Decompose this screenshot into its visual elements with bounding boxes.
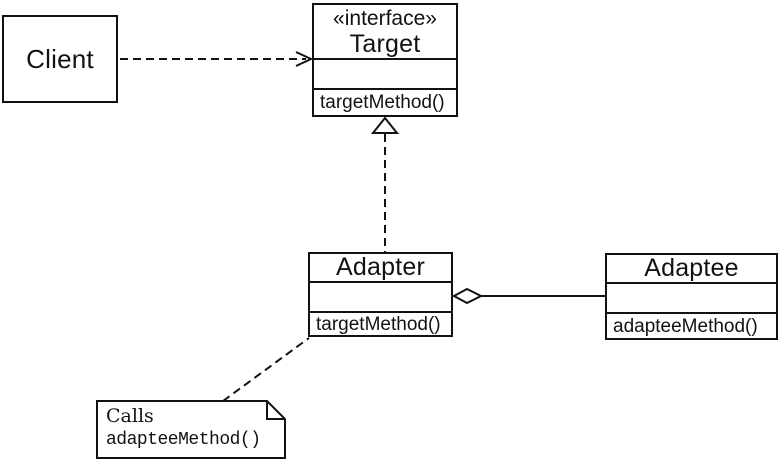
note-connector xyxy=(222,337,310,402)
class-box-adaptee: Adaptee adapteeMethod() xyxy=(605,253,778,340)
target-header-compartment: «interface» Target xyxy=(314,5,456,58)
adapter-attributes-compartment xyxy=(310,281,451,311)
note-shape xyxy=(96,400,286,459)
class-name-adapter: Adapter xyxy=(336,253,425,281)
target-attributes-compartment xyxy=(314,58,456,88)
adaptee-header-compartment: Adaptee xyxy=(607,255,776,282)
class-name-adaptee: Adaptee xyxy=(644,254,739,282)
class-box-adapter: Adapter targetMethod() xyxy=(308,252,453,337)
note-text: Calls adapteeMethod() xyxy=(106,404,282,453)
target-method-label: targetMethod() xyxy=(320,92,445,113)
target-methods-compartment: targetMethod() xyxy=(314,88,456,115)
class-box-client: Client xyxy=(2,15,118,103)
target-stereotype: «interface» xyxy=(333,6,437,30)
class-name-target: Target xyxy=(349,29,421,58)
class-box-target: «interface» Target targetMethod() xyxy=(312,3,458,117)
dependency-arrow-client-target xyxy=(120,51,314,67)
adaptee-methods-compartment: adapteeMethod() xyxy=(607,312,776,338)
adaptee-attributes-compartment xyxy=(607,282,776,312)
class-name-client: Client xyxy=(26,43,94,74)
note-line-2: adapteeMethod() xyxy=(106,430,261,450)
adapter-header-compartment: Adapter xyxy=(310,254,451,281)
aggregation-connector-adapter-adaptee xyxy=(451,287,605,305)
adapter-method-label: targetMethod() xyxy=(316,313,441,335)
note-line-1: Calls xyxy=(106,405,154,427)
adaptee-method-label: adapteeMethod() xyxy=(613,315,758,337)
adapter-methods-compartment: targetMethod() xyxy=(310,311,451,335)
realization-arrow-adapter-target xyxy=(370,116,400,252)
